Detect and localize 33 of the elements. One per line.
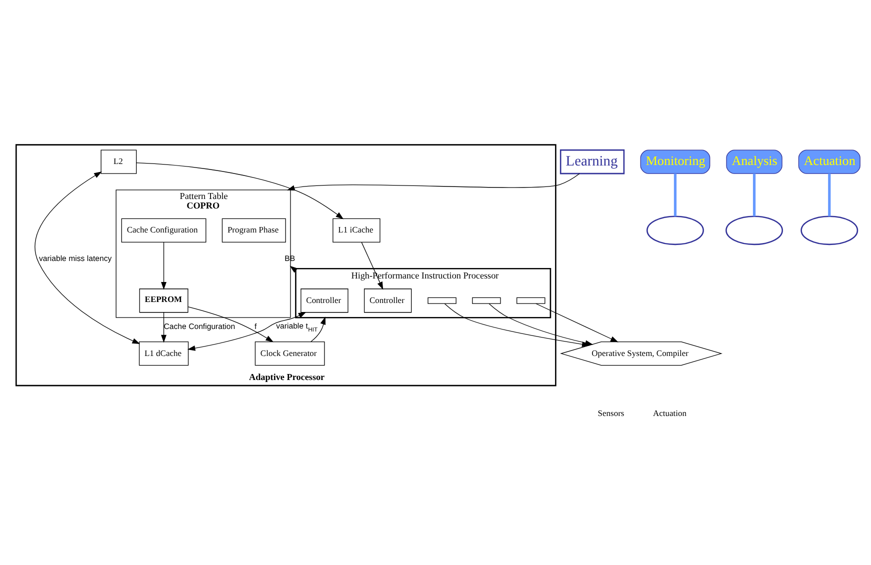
node-box — [516, 297, 546, 304]
node-box: Controller — [300, 288, 348, 313]
arrow — [187, 312, 306, 351]
node-box: Monitoring — [640, 150, 710, 174]
node-box: L2 — [100, 150, 137, 174]
arrow — [188, 306, 274, 342]
node-box: Analysis — [726, 150, 782, 174]
arrow — [136, 162, 344, 220]
node-box — [428, 297, 456, 304]
node-ellipse — [726, 216, 783, 246]
node-ellipse — [646, 216, 704, 246]
node-box: Clock Generator — [254, 341, 325, 366]
arrow — [34, 171, 140, 344]
node-box: Learning — [560, 149, 625, 174]
node-box: Cache Configuration — [121, 218, 206, 242]
arrow — [310, 316, 326, 342]
node-box: L1 iCache — [332, 218, 380, 242]
node-box: L1 dCache — [138, 341, 189, 366]
connector — [674, 174, 677, 216]
node-box: EEPROM — [139, 288, 188, 313]
arrow — [161, 312, 167, 343]
node-box: Controller — [364, 288, 412, 313]
arrow — [161, 242, 167, 290]
label: Actuation — [653, 408, 686, 418]
connector — [752, 174, 756, 216]
arrow — [536, 303, 618, 342]
node-box: Program Phase — [222, 218, 286, 242]
node-box — [472, 297, 501, 304]
label: Sensors — [598, 408, 624, 418]
connector — [828, 174, 831, 216]
arrow — [361, 242, 384, 290]
node-box: Actuation — [798, 150, 860, 174]
node-ellipse — [800, 216, 858, 246]
